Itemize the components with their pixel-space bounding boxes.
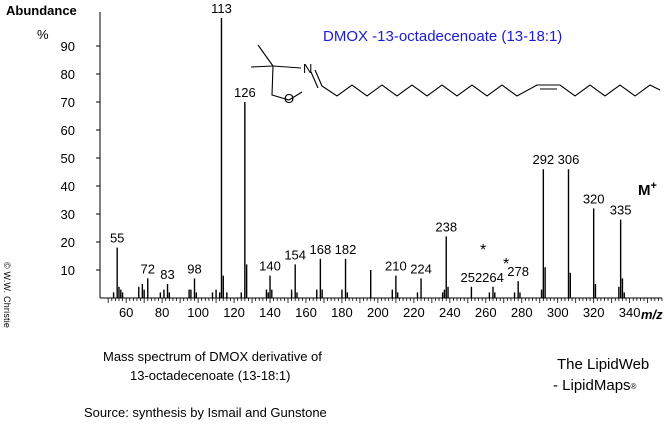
x-tick-label: 200 [367, 305, 389, 320]
peak-label-264: 264 [482, 270, 504, 285]
y-tick-label: 30 [61, 207, 75, 222]
acyl-chain [321, 84, 661, 97]
peak-label-55: 55 [110, 231, 124, 246]
dmox-structure [250, 44, 661, 101]
peak-label-335: 335 [610, 203, 632, 218]
peak-label-154: 154 [284, 247, 306, 262]
x-tick-label: 280 [511, 305, 533, 320]
peak-label-252: 252 [461, 270, 483, 285]
x-tick-label: 220 [403, 305, 425, 320]
x-tick-label: 60 [119, 305, 133, 320]
y-tick-label: 40 [61, 179, 75, 194]
y-tick-label: 10 [61, 263, 75, 278]
peak-label-278: 278 [507, 264, 529, 279]
x-tick-label: 160 [295, 305, 317, 320]
molecular-ion-label: M+ [638, 180, 657, 199]
peak-label-306: 306 [558, 152, 580, 167]
caption-line-1: Mass spectrum of DMOX derivative of [103, 349, 322, 364]
y-axis-title: Abundance [6, 3, 77, 18]
oxygen-atom: O [284, 91, 294, 106]
cn-double-bond-a [314, 69, 323, 87]
peak-label-83: 83 [160, 267, 174, 282]
x-tick-label: 320 [583, 305, 605, 320]
brand-line-2: - LipidMaps® [553, 377, 636, 394]
star-marker-264: * [503, 256, 510, 273]
molecular-ion-charge: + [650, 180, 657, 192]
x-axis: 60 80 100 120 140 160 180 200 220 240 260 280 300 320… [100, 297, 663, 320]
peak-label-113: 113 [211, 1, 232, 16]
x-tick-label: 240 [439, 305, 461, 320]
peak-label-98: 98 [187, 261, 201, 276]
nitrogen-atom: N [303, 61, 312, 76]
x-tick-label: 120 [223, 305, 245, 320]
x-tick-label: 260 [475, 305, 497, 320]
ring-bonds [271, 65, 303, 101]
x-tick-label: 180 [331, 305, 353, 320]
molecular-ion-m: M [638, 182, 651, 199]
methyl-1 [257, 44, 274, 67]
peak-label-292: 292 [532, 152, 554, 167]
ring-cn-bond [272, 65, 302, 69]
y-tick-label: 70 [61, 95, 75, 110]
peak-label-182: 182 [335, 242, 357, 257]
methyl-2 [250, 65, 274, 68]
y-tick-label: 90 [61, 39, 75, 54]
x-axis-unit: m/z [641, 307, 663, 322]
brand-line-1: The LipidWeb [557, 356, 650, 373]
peak-label-320: 320 [583, 191, 605, 206]
peak-label-224: 224 [410, 261, 432, 276]
copyright-note: © W.W. Christie [2, 262, 12, 329]
x-tick-label: 100 [187, 305, 209, 320]
y-tick-label: 80 [61, 67, 75, 82]
x-tick-label: 80 [155, 305, 169, 320]
x-tick-label: 140 [259, 305, 281, 320]
peak-bars [112, 18, 625, 298]
peak-label-238: 238 [435, 219, 457, 234]
caption-line-2: 13-octadecenoate (13-18:1) [130, 368, 291, 383]
brand-line-2-text: - LipidMaps [553, 377, 631, 394]
x-tick-label: 300 [547, 305, 569, 320]
cn-double-bond-b [310, 71, 319, 89]
x-tick-label: 340 [619, 305, 641, 320]
registered-mark: ® [630, 382, 637, 391]
y-tick-label: 20 [61, 235, 75, 250]
peak-label-210: 210 [385, 259, 407, 274]
peak-label-168: 168 [310, 242, 332, 257]
y-axis-unit: % [37, 27, 49, 42]
y-axis: 10 20 30 40 50 60 70 80 90 [61, 12, 101, 298]
y-tick-label: 60 [61, 123, 75, 138]
y-tick-label: 50 [61, 151, 75, 166]
chart-title: DMOX -13-octadecenoate (13-18:1) [323, 28, 563, 45]
peak-label-72: 72 [141, 261, 155, 276]
star-marker-252: * [480, 242, 487, 259]
source-note: Source: synthesis by Ismail and Gunstone [84, 405, 327, 420]
peak-label-140: 140 [259, 259, 281, 274]
peak-label-126: 126 [234, 85, 256, 100]
